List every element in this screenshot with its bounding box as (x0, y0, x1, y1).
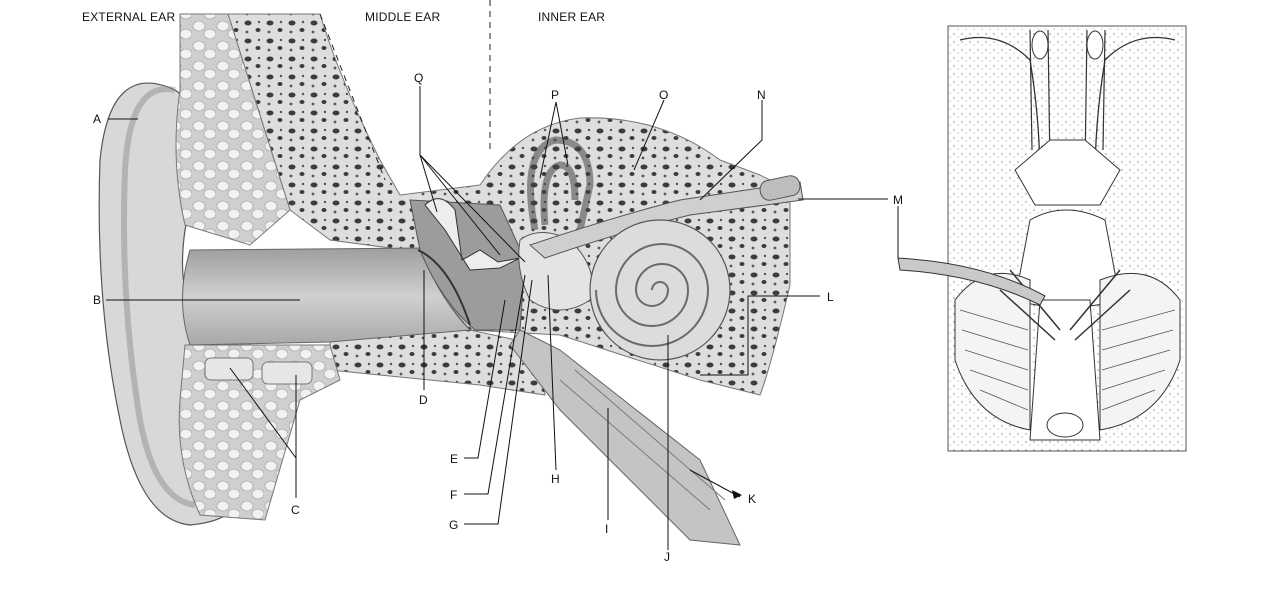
label-i: I (605, 522, 609, 536)
label-j: J (664, 550, 670, 564)
label-d: D (419, 393, 428, 407)
label-m: M (893, 193, 903, 207)
label-g: G (449, 518, 459, 532)
label-q: Q (414, 71, 424, 85)
temporal-bone-lower (329, 329, 546, 396)
k-arrowhead (732, 490, 742, 499)
inset-nerve (897, 257, 1046, 306)
label-e: E (450, 452, 459, 466)
label-k: K (748, 492, 757, 506)
lower-cartilage (178, 344, 341, 521)
pinna-rim (121, 86, 196, 508)
tympanic-membrane (417, 249, 471, 326)
cartilage-block-left (204, 357, 254, 381)
label-p: P (551, 88, 560, 102)
label-n: N (757, 88, 766, 102)
label-a: A (93, 112, 102, 126)
brain-inset (947, 25, 1187, 452)
label-b: B (93, 293, 102, 307)
nerve-end (759, 175, 801, 201)
cochlea (589, 219, 731, 361)
leader-lines (106, 86, 899, 550)
label-f: F (450, 488, 458, 502)
label-o: O (659, 88, 669, 102)
label-c: C (291, 503, 300, 517)
auditory-tube (509, 329, 741, 546)
label-h: H (551, 472, 560, 486)
ossicles (424, 198, 521, 271)
upper-cartilage (175, 13, 291, 246)
region-middle-ear: MIDDLE EAR (365, 10, 441, 24)
cartilage-block-right (261, 361, 313, 385)
label-l: L (827, 290, 834, 304)
divider-external-middle (319, 13, 386, 181)
semicircular-canals (527, 136, 594, 231)
region-inner-ear: INNER EAR (538, 10, 606, 24)
tube-lines (559, 369, 726, 511)
region-external-ear: EXTERNAL EAR (82, 10, 176, 24)
